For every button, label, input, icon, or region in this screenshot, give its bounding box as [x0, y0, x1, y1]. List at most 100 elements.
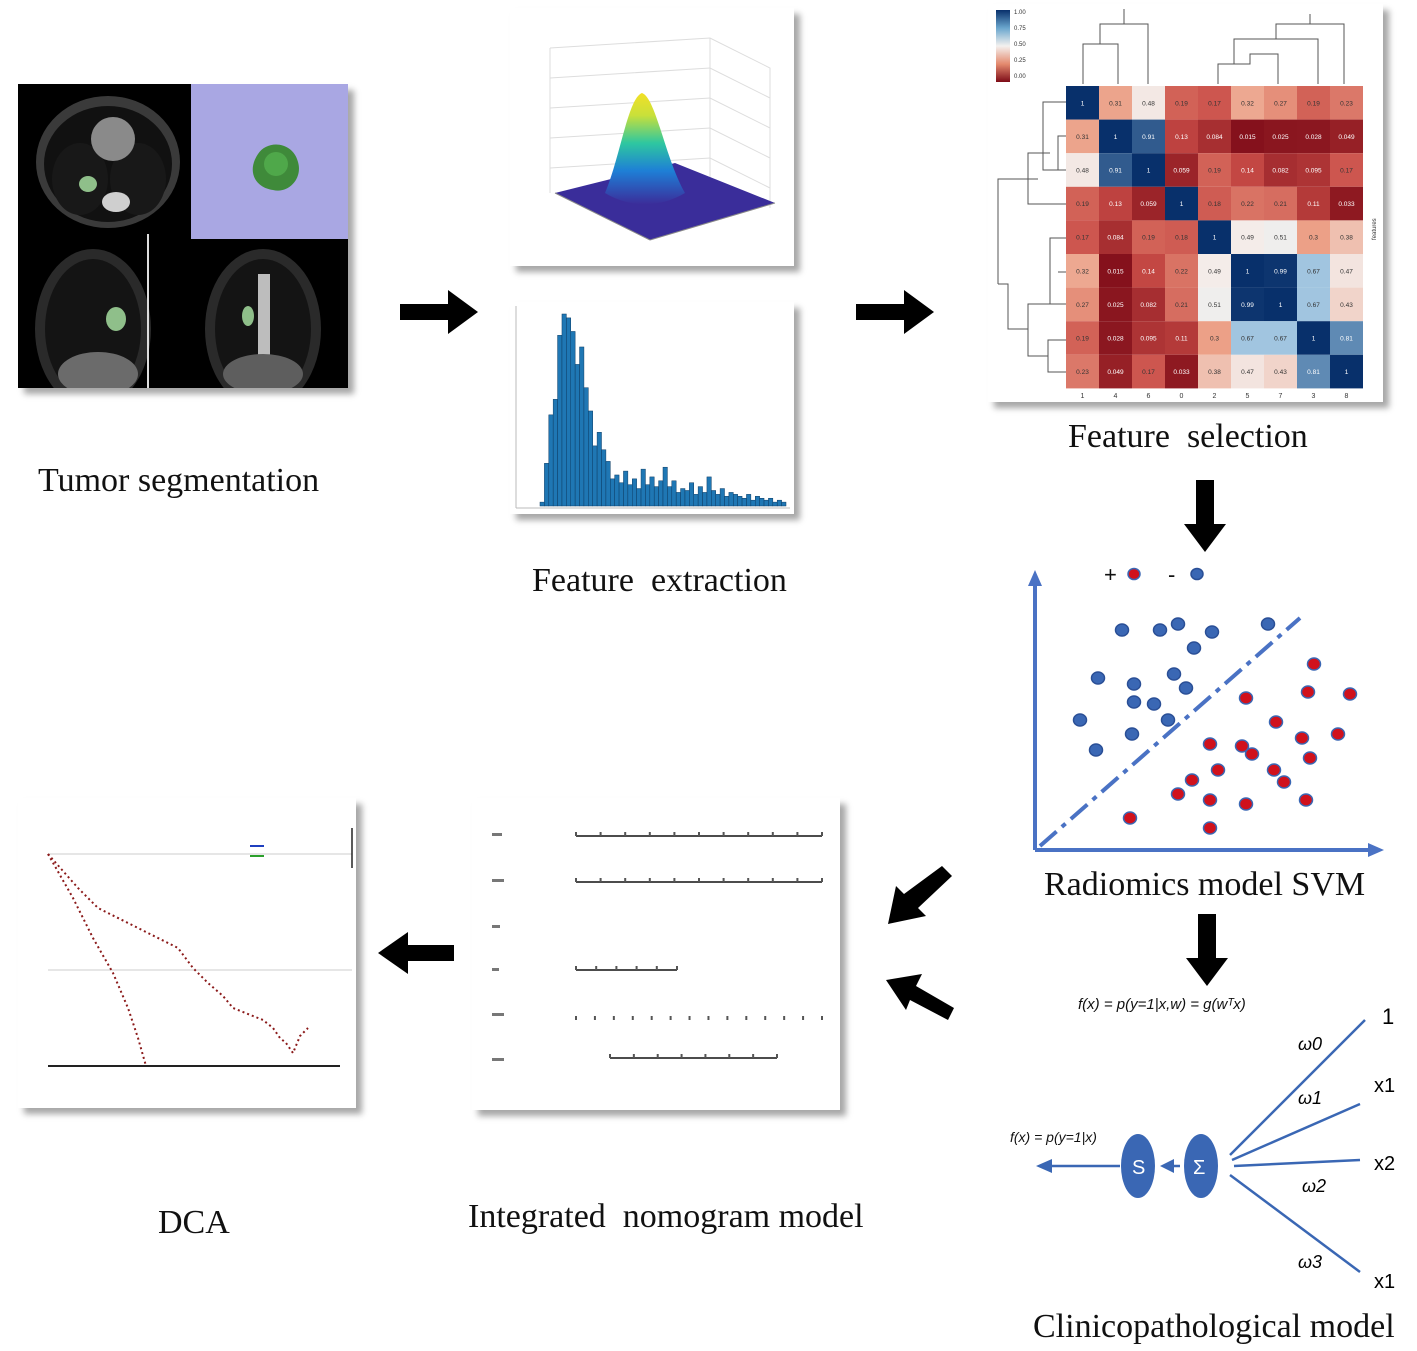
histogram-bar: [658, 480, 664, 507]
histogram-bar: [680, 488, 686, 507]
nomogram-tick: [776, 1054, 778, 1058]
histogram-bar: [741, 497, 747, 507]
heatmap-cell: [1198, 186, 1231, 221]
nomogram-tick: [821, 1016, 823, 1020]
heatmap-cell: [1231, 321, 1264, 355]
heatmap-cell-value: 0.51: [1274, 235, 1287, 242]
right-arrow-icon: [400, 290, 478, 334]
heatmap-cell-value: 0.095: [1305, 168, 1322, 175]
histogram-bar: [552, 399, 558, 507]
heatmap-cell-value: 0.81: [1307, 369, 1320, 376]
negative-sample-point: [1146, 697, 1162, 711]
heatmap-cell: [1198, 321, 1231, 355]
positive-sample-point: [1238, 797, 1254, 811]
nomogram-tick: [575, 832, 577, 836]
heatmap-cell-value: 0.015: [1107, 268, 1124, 275]
nomogram-tick: [802, 1016, 805, 1020]
heatmap-cell: [1330, 321, 1363, 355]
tumor-region-coronal: [106, 307, 126, 331]
nomogram-tick: [575, 966, 577, 970]
negative-sample-point: [1186, 641, 1202, 655]
heatmap-cell-value: 1: [1246, 268, 1250, 275]
nomogram-tick: [609, 1054, 611, 1058]
heatmap-cell-value: 0.32: [1076, 268, 1089, 275]
heatmap-cell-value: 0.049: [1107, 369, 1124, 376]
heatmap-cell: [1099, 119, 1132, 154]
negative-sample-point: [1088, 743, 1104, 757]
heatmap-cell: [1297, 153, 1330, 187]
sum-node: [1184, 1134, 1218, 1198]
positive-sample-point: [1306, 657, 1322, 671]
positive-sample-point: [1170, 787, 1186, 801]
clinicopathological-model-label: Clinicopathological model: [1033, 1308, 1395, 1345]
nomogram-tick: [698, 878, 700, 882]
nomogram-tick: [655, 966, 658, 970]
heatmap-cell: [1198, 119, 1231, 154]
heatmap-cell-value: 0.049: [1338, 134, 1355, 141]
histogram-bar: [706, 476, 712, 507]
histogram-bar: [697, 486, 703, 507]
positive-sample-point: [1122, 811, 1138, 825]
input-label-3: x1: [1374, 1271, 1395, 1293]
histogram-bar: [640, 468, 646, 507]
heatmap-cell: [1132, 86, 1165, 120]
colorbar-tick-label: 0.50: [1014, 42, 1026, 48]
nomogram-tick: [747, 878, 750, 882]
nomogram-tick: [673, 832, 676, 836]
nomogram-tick: [575, 878, 577, 882]
colorbar-tick-label: 0.25: [1014, 58, 1026, 64]
heatmap-cell-value: 0.51: [1208, 302, 1221, 309]
heatmap-cell: [1165, 321, 1198, 355]
heatmap-cell: [1330, 186, 1363, 221]
heatmap-cell-value: 0.18: [1175, 235, 1188, 242]
positive-sample-point: [1266, 763, 1282, 777]
heatmap-cell: [1165, 153, 1198, 187]
nomogram-tick: [648, 878, 651, 882]
svm-axes: [1028, 570, 1384, 857]
heatmap-cell: [1066, 153, 1099, 187]
heatmap-cell-value: 0.22: [1175, 268, 1188, 275]
svm-decision-boundary: [1038, 616, 1302, 848]
positive-sample-point: [1342, 687, 1358, 701]
heatmap-cell-value: 0.99: [1241, 302, 1254, 309]
heatmap-cell: [1264, 119, 1297, 154]
histogram-bar: [618, 482, 624, 507]
heatmap-cell-value: 0.27: [1274, 100, 1287, 107]
heatmap-cell-value: 0.028: [1305, 134, 1322, 141]
heatmap-cell-value: 0.23: [1076, 369, 1089, 376]
nomogram-tick: [698, 832, 700, 836]
positive-sample-point: [1300, 685, 1316, 699]
heatmap-cell-value: 0.11: [1175, 336, 1188, 343]
sum-node-label: Σ: [1193, 1157, 1205, 1179]
histogram-bar: [605, 461, 611, 507]
input-label-0: 1: [1382, 1004, 1394, 1029]
nomogram-tick: [631, 1016, 634, 1020]
negative-sample-point: [1126, 677, 1142, 691]
input-label-2: x2: [1374, 1153, 1395, 1175]
positive-sample-point: [1330, 727, 1346, 741]
heatmap-cell-value: 0.67: [1274, 336, 1287, 343]
heatmap-cell-value: 1: [1081, 100, 1085, 107]
heatmap-cell: [1165, 254, 1198, 288]
nomogram-lines: [492, 832, 823, 1061]
histogram-figure: [515, 306, 790, 509]
heatmap-cell: [1099, 254, 1132, 288]
heatmap-cell: [1132, 354, 1165, 389]
histogram-bar: [750, 499, 756, 507]
negative-sample-point: [1178, 681, 1194, 695]
heatmap-cell: [1066, 186, 1099, 221]
nomogram-tick: [722, 832, 725, 836]
positive-sample-point: [1202, 793, 1218, 807]
input-label-1: x1: [1374, 1075, 1395, 1097]
histogram-bar: [671, 480, 677, 507]
nomogram-tick: [796, 878, 799, 882]
nomogram-tick: [656, 1054, 659, 1058]
heatmap-cell-value: 0.084: [1107, 235, 1124, 242]
dca-curves: [47, 828, 353, 1067]
heatmap-cell: [1132, 220, 1165, 254]
heatmap-cell-value: 0.028: [1107, 336, 1124, 343]
histogram-bar: [653, 486, 659, 507]
feature-extraction-label: Feature extraction: [532, 562, 787, 599]
